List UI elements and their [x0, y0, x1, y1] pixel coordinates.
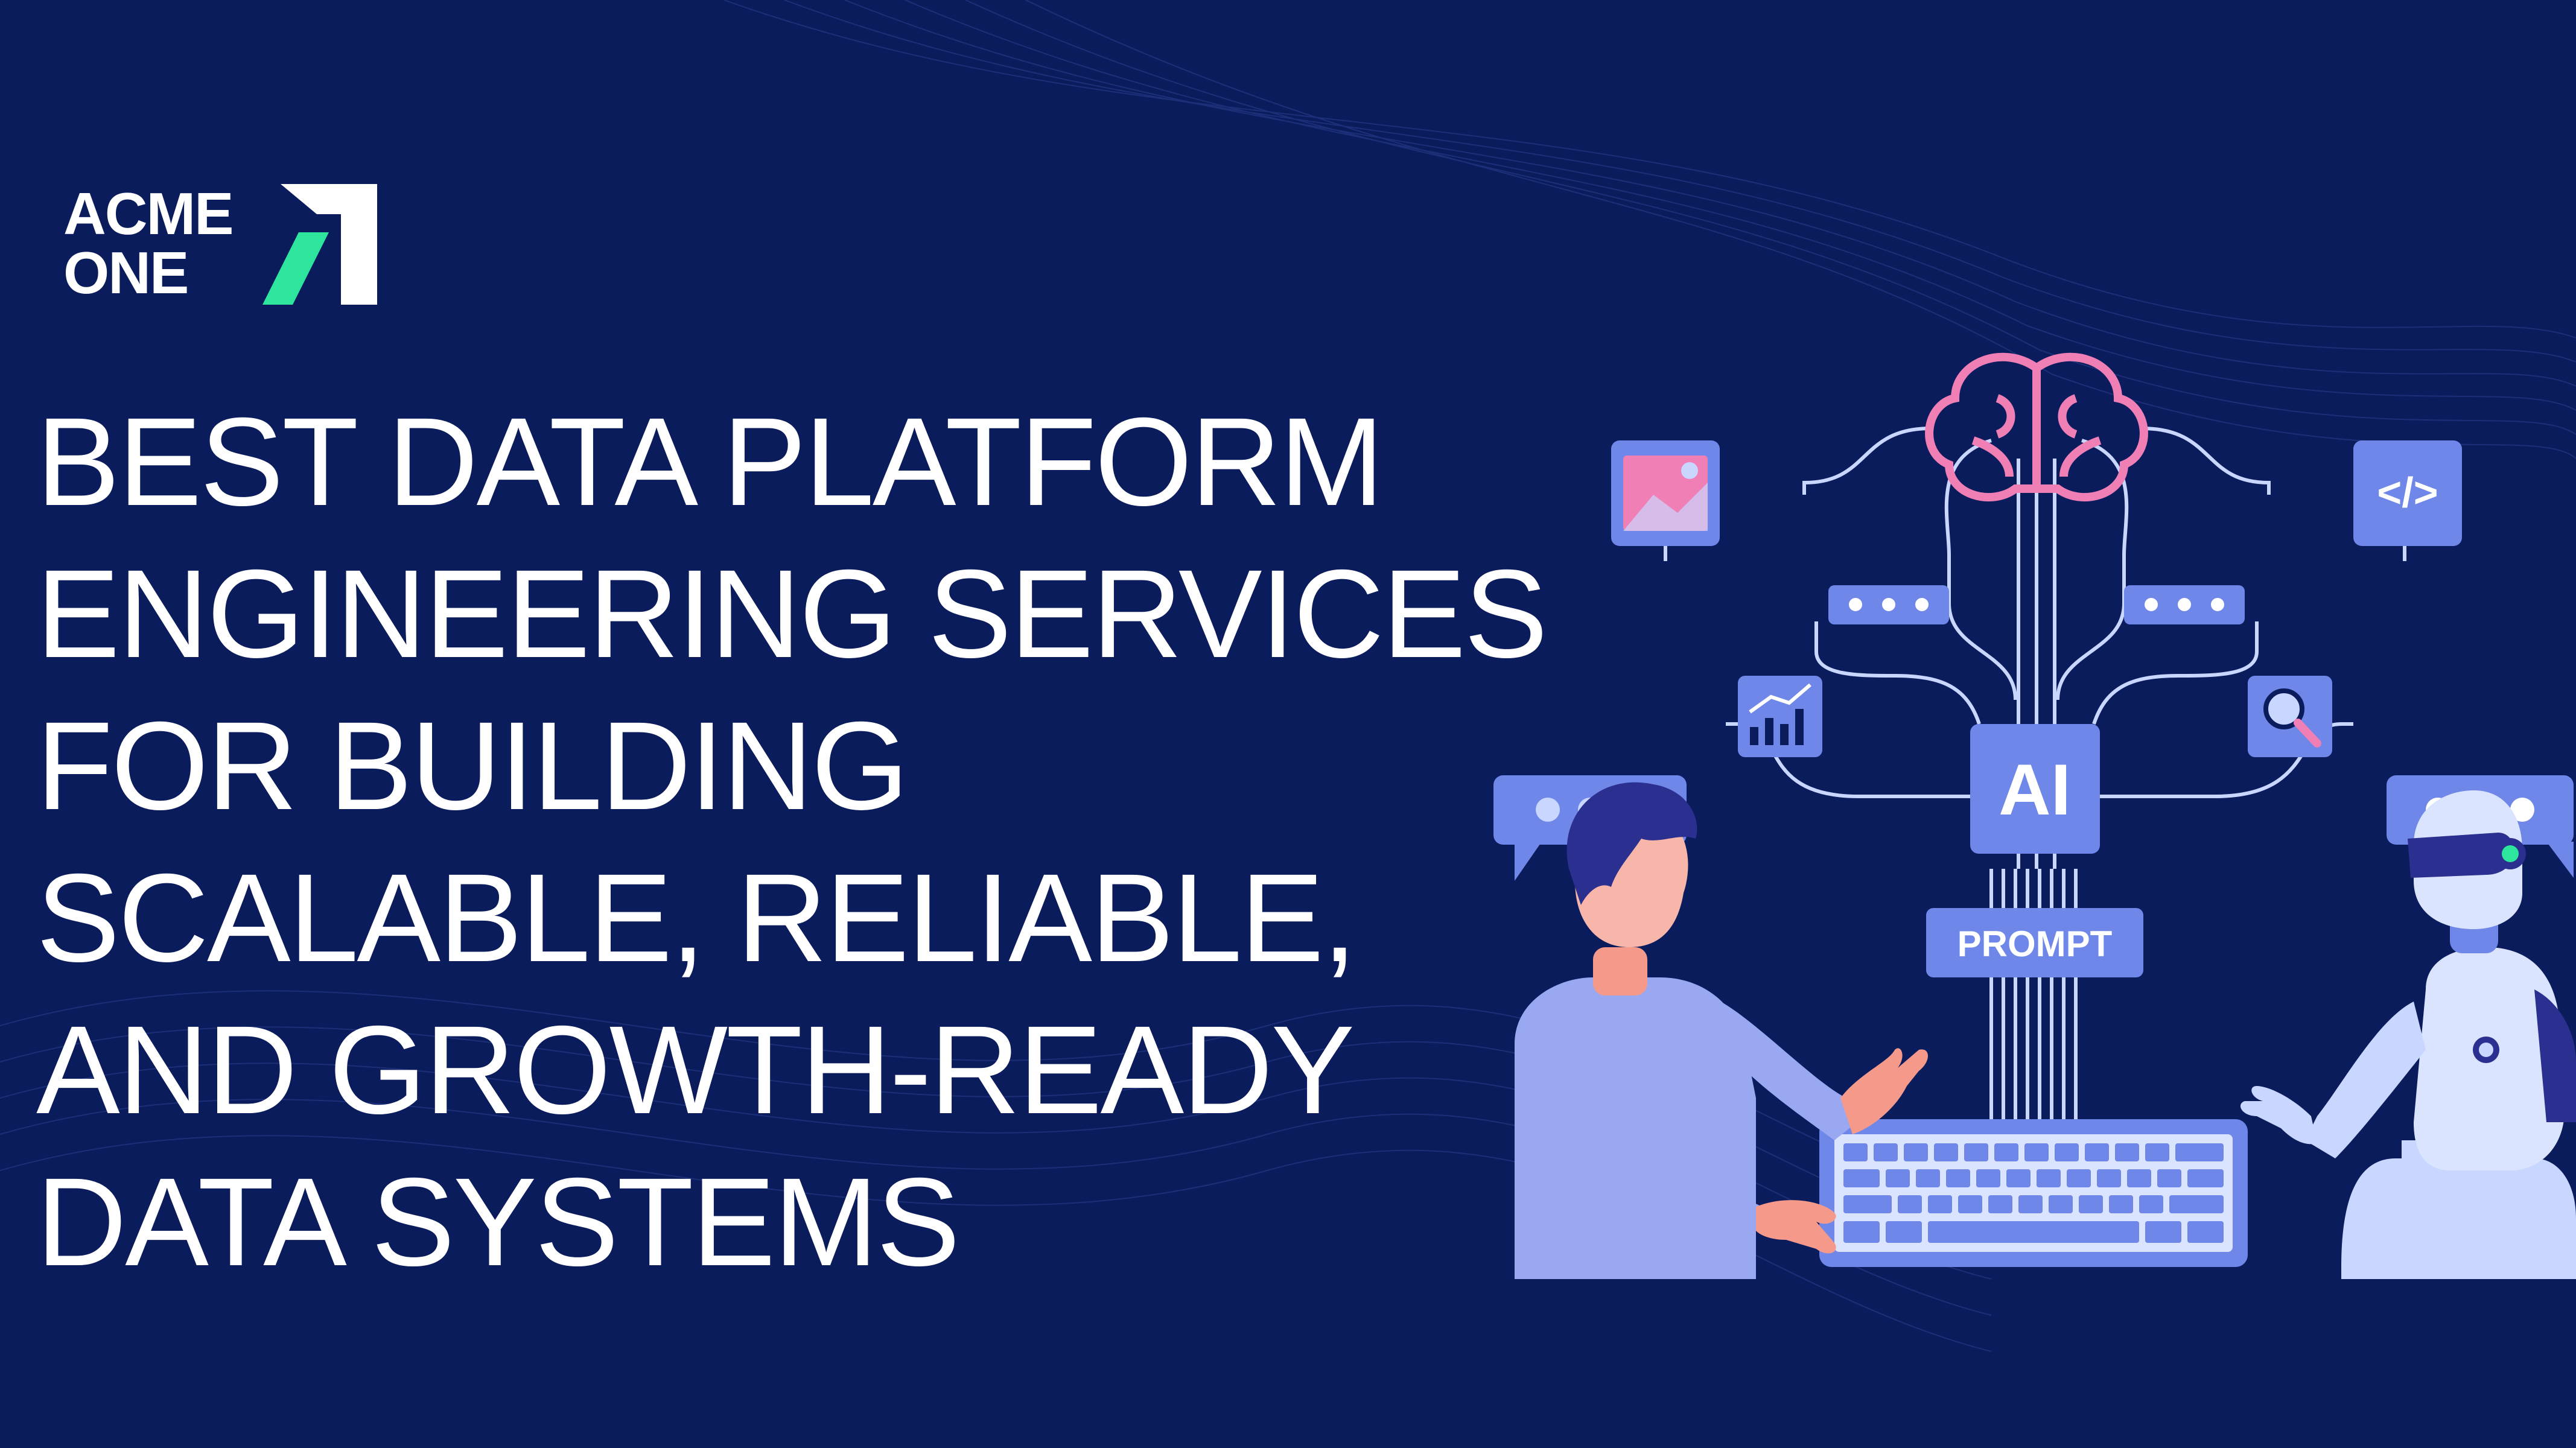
dots-chip-left	[1828, 585, 1949, 624]
logo-line-1: ACME	[63, 180, 234, 247]
headline-line-1: BEST DATA PLATFORM	[36, 392, 1384, 532]
ai-chip: AI	[1970, 724, 2100, 854]
headline-line-6: DATA SYSTEMS	[36, 1152, 960, 1292]
company-logo: ACME ONE	[63, 178, 389, 311]
headline-line-2: ENGINEERING SERVICES	[36, 544, 1548, 684]
ai-illustration: </> AI PROMPT	[1493, 352, 2576, 1279]
svg-text:</>: </>	[2377, 469, 2438, 516]
logo-line-2: ONE	[63, 240, 189, 306]
search-icon	[2248, 676, 2332, 757]
headline-line-4: SCALABLE, RELIABLE,	[36, 848, 1357, 988]
headline: BEST DATA PLATFORM ENGINEERING SERVICES …	[36, 386, 1548, 1298]
headline-line-5: AND GROWTH-READY	[36, 1000, 1355, 1140]
logo-mark-icon	[262, 184, 377, 305]
prompt-label: PROMPT	[1926, 908, 2143, 977]
robot-character	[2240, 790, 2576, 1279]
chart-icon	[1738, 676, 1822, 757]
code-icon: </>	[2353, 440, 2462, 546]
svg-text:AI: AI	[1999, 749, 2071, 830]
svg-text:PROMPT: PROMPT	[1957, 924, 2113, 964]
logo-wordmark: ACME ONE	[63, 180, 234, 306]
human-character	[1515, 782, 1928, 1279]
dots-chip-right	[2124, 585, 2245, 624]
keyboard-icon	[1819, 1119, 2248, 1267]
headline-line-3: FOR BUILDING	[36, 696, 909, 836]
brain-icon	[1925, 352, 2148, 501]
image-icon	[1611, 440, 1720, 546]
